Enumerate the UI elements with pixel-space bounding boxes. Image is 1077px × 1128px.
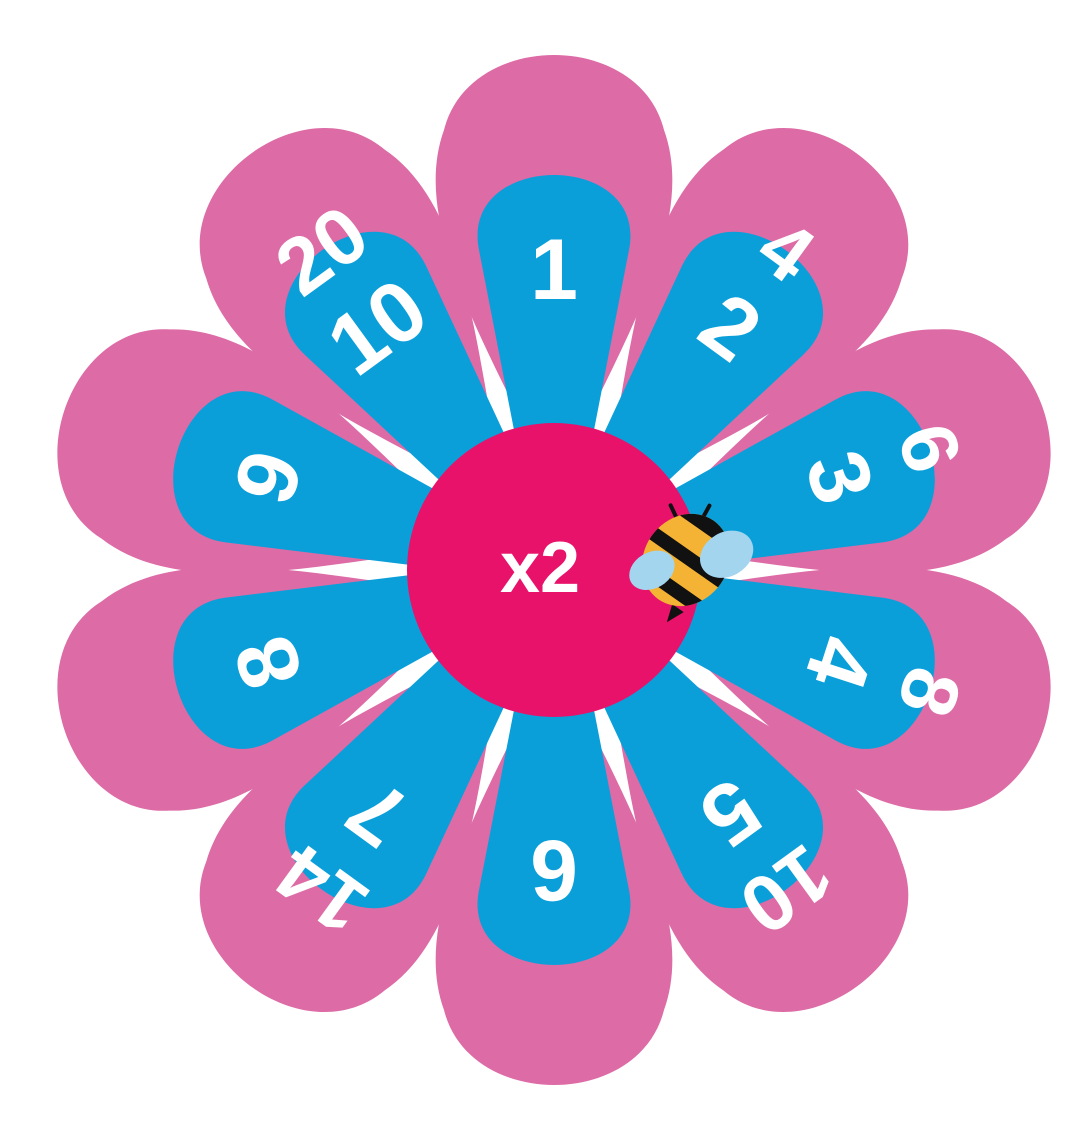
multiplier-label: x2 <box>500 528 580 608</box>
inner-number-1: 1 <box>530 222 578 318</box>
inner-number-6: 6 <box>530 822 578 918</box>
